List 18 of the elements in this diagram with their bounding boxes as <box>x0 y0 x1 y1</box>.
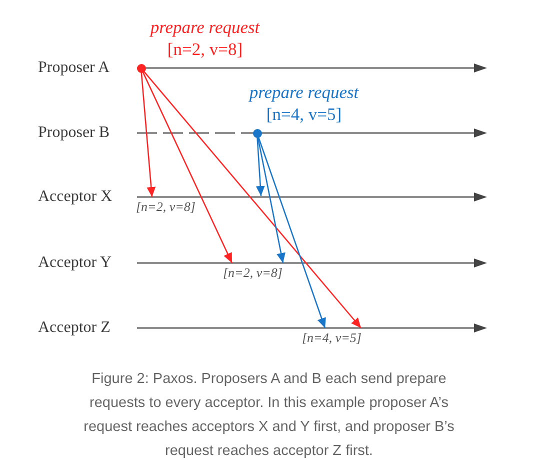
request-label: prepare request <box>150 16 260 38</box>
message-arrow <box>143 71 362 328</box>
message-arrow <box>142 72 233 264</box>
figure-caption: Figure 2: Paxos. Proposers A and B each send prepare requests to every acceptor. In this example proposer A’s request reaches acceptors X and Y first, and proposer B’s request reaches acceptor Z first. <box>82 370 456 461</box>
message-arrow <box>140 72 156 198</box>
lifeline-label: Acceptor X <box>38 189 112 205</box>
lifeline-label: Proposer A <box>38 60 110 76</box>
message-arrow <box>256 137 265 196</box>
message-arrow <box>258 137 326 328</box>
lifeline-label: Acceptor Y <box>38 255 112 271</box>
dot-icon <box>136 64 146 72</box>
message-arrow <box>257 137 286 264</box>
request-value: [n=2, v=8] <box>167 38 243 60</box>
lifeline-label: Acceptor Z <box>38 320 110 336</box>
request-label: prepare request <box>249 81 359 103</box>
request-value: [n=4, v=5] <box>266 103 342 125</box>
dot-icon <box>252 128 262 138</box>
lifeline-label: Proposer B <box>38 125 110 141</box>
